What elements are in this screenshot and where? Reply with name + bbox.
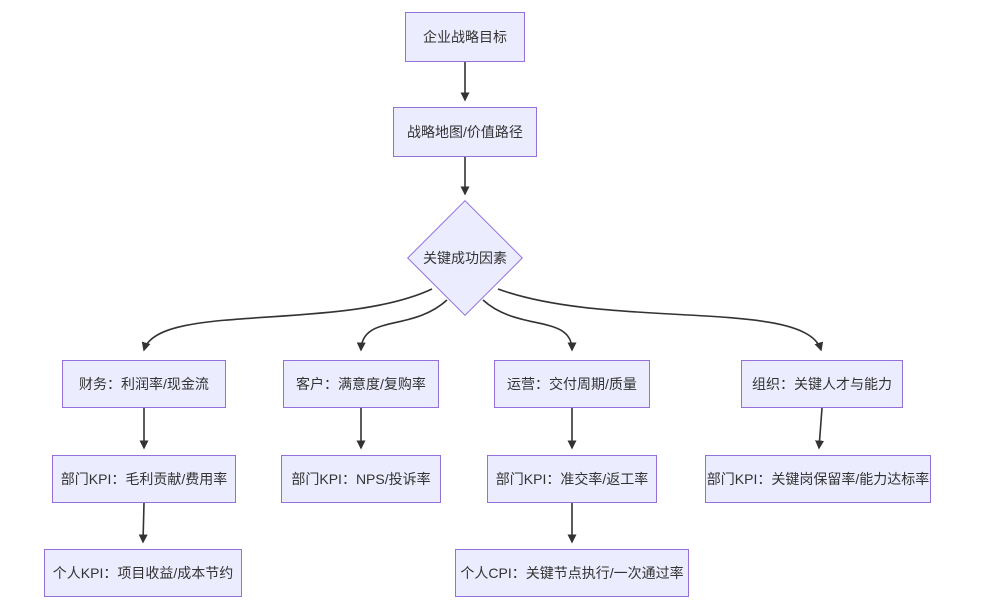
node-finance-dept-kpi: 部门KPI：毛利贡献/费用率 — [52, 455, 236, 503]
node-finance-personal-kpi: 个人KPI：项目收益/成本节约 — [44, 549, 242, 597]
node-finance: 财务：利润率/现金流 — [62, 360, 226, 408]
node-csf: 关键成功因素 — [407, 200, 523, 316]
node-operations-personal-cpi: 个人CPI：关键节点执行/一次通过率 — [455, 549, 689, 597]
node-csf-label: 关键成功因素 — [423, 250, 507, 266]
edge-csf-organization — [497, 288, 824, 352]
node-strategy-map: 战略地图/价值路径 — [393, 107, 537, 157]
diamond-shape — [407, 200, 523, 316]
edge-csf-finance — [141, 288, 433, 352]
edge-deptkpi-personalkpi — [138, 502, 148, 544]
edge-organization-deptkpi — [815, 407, 825, 450]
edge-csf-customer — [356, 299, 448, 352]
node-organization: 组织：关键人才与能力 — [741, 360, 903, 408]
node-customer: 客户：满意度/复购率 — [283, 360, 439, 408]
node-operations: 运营：交付周期/质量 — [494, 360, 650, 408]
node-goal: 企业战略目标 — [405, 12, 525, 62]
node-operations-dept-kpi: 部门KPI：准交率/返工率 — [487, 455, 657, 503]
node-organization-dept-kpi: 部门KPI：关键岗保留率/能力达标率 — [705, 455, 931, 503]
edge-csf-operations — [482, 299, 577, 352]
node-customer-dept-kpi: 部门KPI：NPS/投诉率 — [281, 455, 441, 503]
